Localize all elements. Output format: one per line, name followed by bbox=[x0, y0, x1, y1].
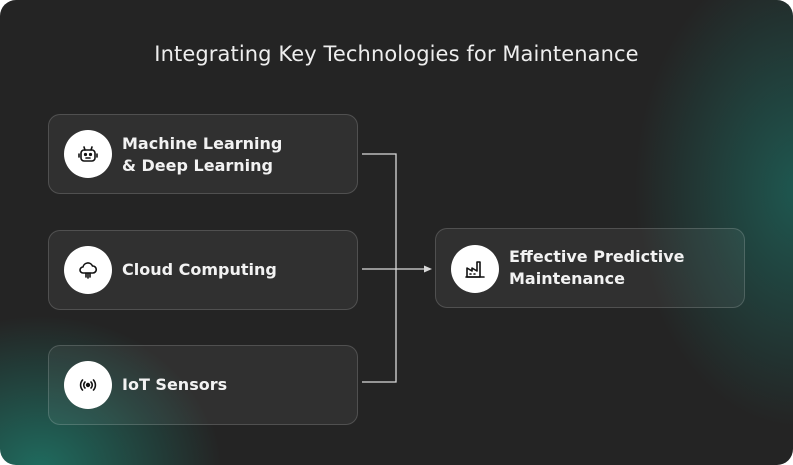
input-label-iot: IoT Sensors bbox=[122, 374, 227, 396]
label-line: Maintenance bbox=[509, 269, 626, 288]
input-label-ml: Machine Learning & Deep Learning bbox=[122, 133, 282, 177]
signal-icon bbox=[64, 361, 112, 409]
arrow-head bbox=[424, 265, 432, 273]
label-line: & Deep Learning bbox=[122, 156, 273, 175]
bracket-connector bbox=[362, 153, 397, 383]
input-label-cloud: Cloud Computing bbox=[122, 259, 277, 281]
output-label: Effective Predictive Maintenance bbox=[509, 246, 685, 290]
label-line: Effective Predictive bbox=[509, 247, 685, 266]
robot-icon bbox=[64, 130, 112, 178]
output-card: Effective Predictive Maintenance bbox=[435, 228, 745, 308]
label-line: IoT Sensors bbox=[122, 375, 228, 394]
cloud-icon bbox=[64, 246, 112, 294]
label-line: Cloud Computing bbox=[122, 260, 277, 279]
input-card-cloud: Cloud Computing bbox=[48, 230, 358, 310]
label-line: Machine Learning bbox=[122, 134, 283, 153]
input-card-iot: IoT Sensors bbox=[48, 345, 358, 425]
diagram-title: Integrating Key Technologies for Mainten… bbox=[154, 42, 639, 66]
input-card-ml: Machine Learning & Deep Learning bbox=[48, 114, 358, 194]
factory-icon bbox=[451, 245, 499, 293]
